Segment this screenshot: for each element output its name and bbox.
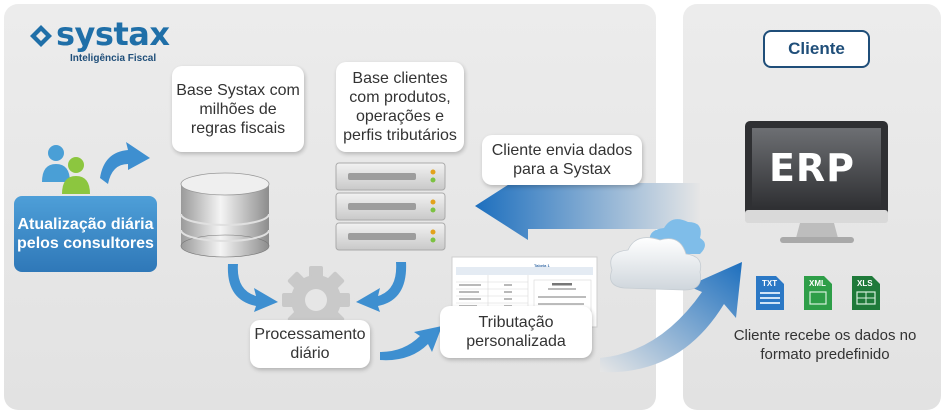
arrow-db-to-processing [227, 264, 278, 312]
base-systax-label: Base Systax com milhões de regras fiscai… [172, 66, 304, 152]
xml-label: XML [809, 279, 826, 288]
table-title: Tabela 1 [534, 263, 550, 268]
diamond-logo-icon [30, 25, 52, 47]
processamento-label: Processamento diário [250, 320, 370, 368]
users-icon [42, 145, 90, 194]
xml-file-icon [804, 276, 832, 310]
base-clientes-label: Base clientes com produtos, operações e … [336, 62, 464, 152]
xls-label: XLS [857, 279, 873, 288]
arrow-servers-to-processing [356, 262, 407, 312]
erp-label: ERP [768, 146, 856, 190]
monitor-icon [745, 121, 888, 243]
txt-file-icon [756, 276, 784, 310]
arrow-client-to-systax [475, 172, 700, 240]
xls-file-icon [852, 276, 880, 310]
brand-name: systax [56, 15, 170, 53]
cliente-tag: Cliente [763, 30, 870, 68]
tributacao-label: Tributação personalizada [440, 306, 592, 358]
arrow-update [100, 142, 150, 184]
database-icon [180, 172, 270, 258]
cliente-recebe-label: Cliente recebe os dados no formato prede… [733, 327, 917, 363]
server-icon [335, 162, 446, 251]
arrow-processing-to-tributacao [380, 326, 442, 361]
arrow-systax-to-client [600, 262, 742, 373]
atualizacao-box: Atualização diária pelos consultores [14, 196, 157, 272]
cloud-icon [610, 219, 705, 291]
brand-tagline: Inteligência Fiscal [70, 53, 157, 64]
cliente-envia-label: Cliente envia dados para a Systax [482, 135, 642, 185]
txt-label: TXT [762, 279, 778, 288]
